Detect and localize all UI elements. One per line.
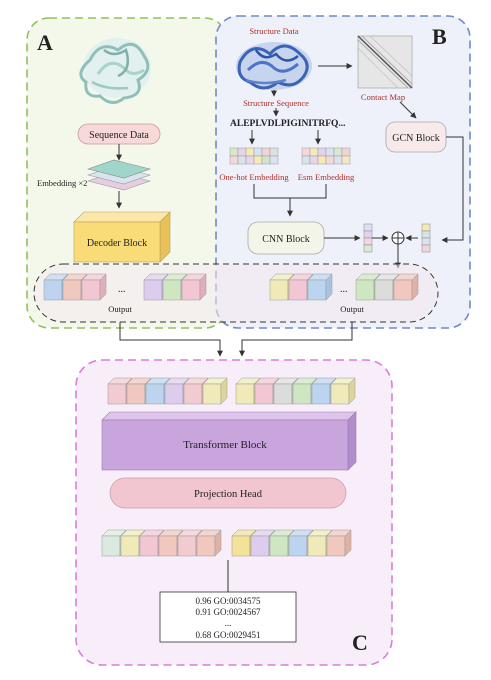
protein-structure-a-icon <box>79 38 151 104</box>
output-left-ellipsis: ... <box>118 284 126 295</box>
esm-embedding-label: Esm Embedding <box>298 172 355 182</box>
output-cubes-left <box>43 273 107 301</box>
projection-head <box>109 477 347 509</box>
prediction-row: ... <box>225 618 232 628</box>
panel-c-label: C <box>352 630 368 655</box>
structure-sequence-label: Structure Sequence <box>243 98 309 108</box>
panel-a-label: A <box>37 30 53 55</box>
output-cubes-left-2 <box>143 273 207 301</box>
prediction-row: 0.96 GO:0034575 <box>196 596 261 606</box>
projection-output-cubes <box>101 529 352 557</box>
output-cubes-right-2 <box>355 273 419 301</box>
output-right-ellipsis: ... <box>340 284 348 295</box>
cnn-block-label: CNN Block <box>262 234 310 245</box>
prediction-row: 0.68 GO:0029451 <box>196 630 261 640</box>
sequence-data-label: Sequence Data <box>89 130 149 141</box>
transformer-block-label: Transformer Block <box>183 439 267 451</box>
transformer-block <box>101 411 357 471</box>
transformer-input-cubes <box>107 377 356 405</box>
gcn-block-label: GCN Block <box>392 133 440 144</box>
protein-structure-b-icon <box>236 42 312 90</box>
predictions-box <box>159 591 297 643</box>
esm-grid <box>301 147 351 165</box>
embedding-stack-icon <box>86 159 152 191</box>
decoder-block-label: Decoder Block <box>87 238 147 249</box>
output-cubes-right <box>269 273 333 301</box>
cnn-output-vector <box>363 223 373 253</box>
output-band <box>33 263 439 323</box>
gcn-output-vector <box>421 223 431 253</box>
embedding-label: Embedding ×2 <box>37 178 87 188</box>
panel-b-label: B <box>432 24 447 49</box>
decoder-block <box>73 211 171 263</box>
structure-data-label: Structure Data <box>249 26 299 36</box>
contact-map-image <box>357 35 413 89</box>
sequence-string: ALEPLVDLPIGINITRFQ... <box>230 119 346 129</box>
onehot-embedding-label: One-hot Embedding <box>219 172 289 182</box>
output-left-label: Output <box>108 304 132 314</box>
onehot-grid <box>229 147 279 165</box>
prediction-row: 0.91 GO:0024567 <box>196 607 261 617</box>
contact-map-label: Contact Map <box>361 92 405 102</box>
projection-head-label: Projection Head <box>194 489 263 500</box>
output-right-label: Output <box>340 304 364 314</box>
